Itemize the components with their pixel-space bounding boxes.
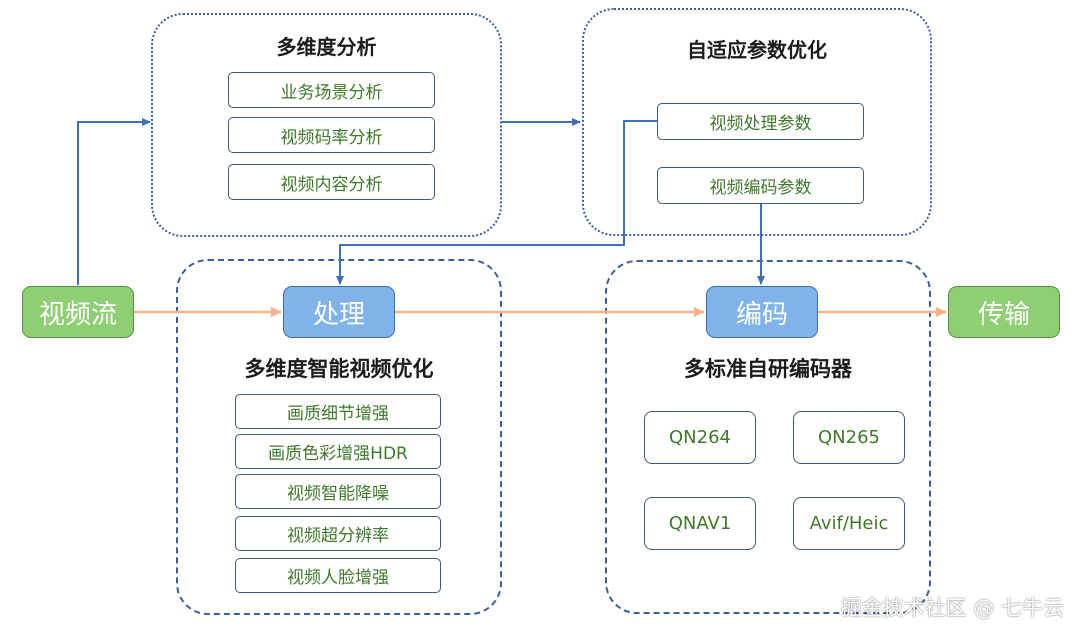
processing-item-denoise: 视频智能降噪 xyxy=(235,474,441,509)
node-video-stream: 视频流 xyxy=(22,286,134,338)
analysis-item-business: 业务场景分析 xyxy=(228,72,435,108)
processing-item-detail-enhance: 画质细节增强 xyxy=(235,394,441,429)
codec-avif-heic: Avif/Heic xyxy=(793,497,905,550)
codec-qn264: QN264 xyxy=(644,411,756,464)
processing-item-color-hdr: 画质色彩增强HDR xyxy=(235,434,441,469)
codec-qnav1: QNAV1 xyxy=(644,497,756,550)
processing-item-super-resolution: 视频超分辨率 xyxy=(235,516,441,551)
processing-title: 多维度智能视频优化 xyxy=(244,357,434,381)
adaptive-item-processing-params: 视频处理参数 xyxy=(657,103,864,140)
watermark: 掘金技术社区 @ 七牛云 xyxy=(840,596,1064,620)
node-encode: 编码 xyxy=(706,286,818,338)
adaptive-item-encoding-params: 视频编码参数 xyxy=(657,167,864,204)
arrow-source-to-analysis xyxy=(77,118,151,285)
node-process: 处理 xyxy=(283,286,395,338)
analysis-item-content: 视频内容分析 xyxy=(228,164,435,200)
analysis-title: 多维度分析 xyxy=(276,35,377,59)
node-transmit: 传输 xyxy=(948,286,1060,338)
processing-item-face-enhance: 视频人脸增强 xyxy=(235,558,441,593)
codec-qn265: QN265 xyxy=(793,411,905,464)
encoder-title: 多标准自研编码器 xyxy=(684,357,852,381)
adaptive-title: 自适应参数优化 xyxy=(687,38,827,62)
analysis-item-bitrate: 视频码率分析 xyxy=(228,117,435,153)
